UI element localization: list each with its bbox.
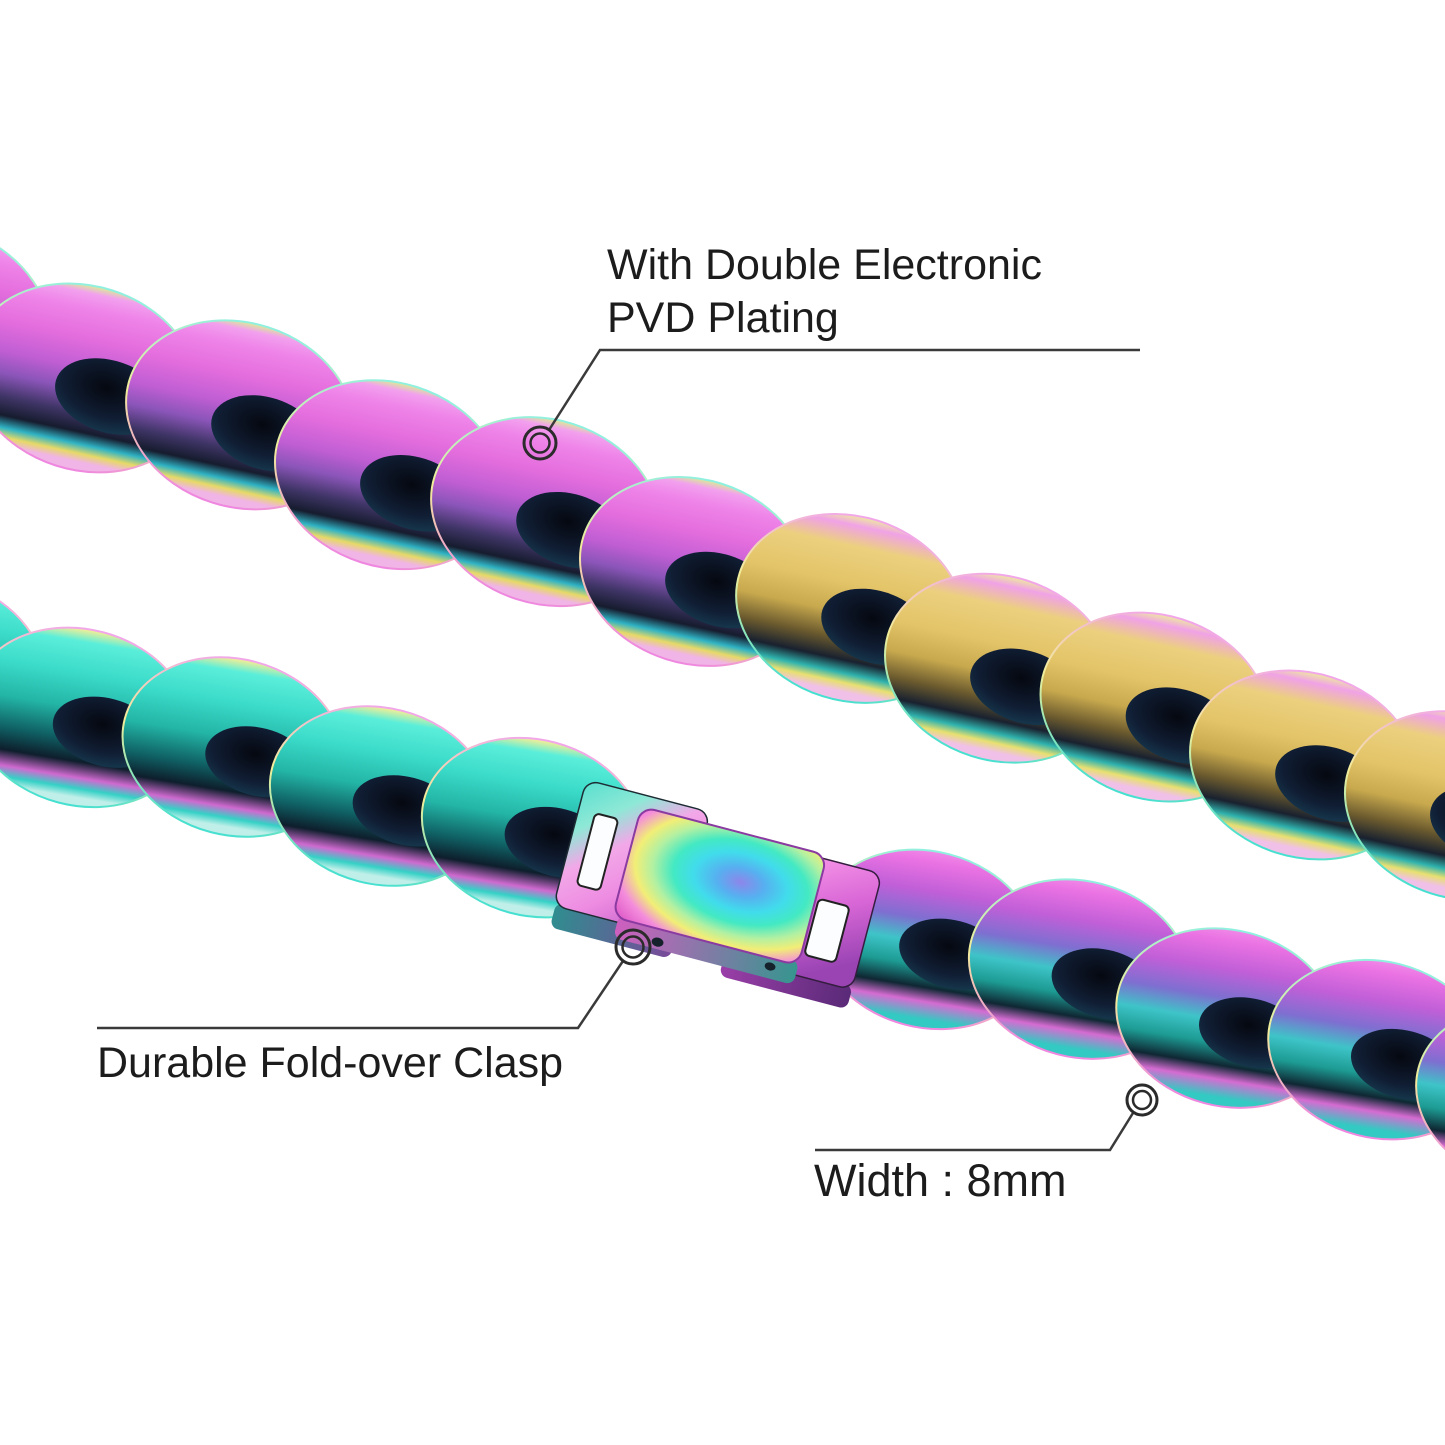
width-marker-icon bbox=[1125, 1083, 1159, 1117]
clasp-screw-icon bbox=[651, 937, 664, 947]
clasp-right-slot bbox=[804, 898, 850, 963]
plating-marker-icon bbox=[522, 425, 558, 461]
bottom-chain bbox=[0, 551, 1445, 1212]
width-label: Width : 8mm bbox=[814, 1155, 1067, 1206]
clasp-leader-line bbox=[97, 960, 625, 1030]
clasp-marker-icon bbox=[614, 928, 652, 966]
plating-label-line1: With Double Electronic bbox=[607, 241, 1042, 289]
plating-leader-line bbox=[547, 348, 1140, 431]
clasp-plate-depth bbox=[614, 916, 798, 984]
clasp-label: Durable Fold-over Clasp bbox=[97, 1039, 563, 1087]
width-leader-line bbox=[815, 1112, 1135, 1152]
clasp-screw-icon bbox=[764, 962, 776, 971]
plating-label-line2: PVD Plating bbox=[607, 294, 839, 342]
clasp-left-slot bbox=[576, 813, 619, 891]
clasp-plate bbox=[614, 808, 826, 964]
fold-over-clasp bbox=[551, 781, 881, 1008]
